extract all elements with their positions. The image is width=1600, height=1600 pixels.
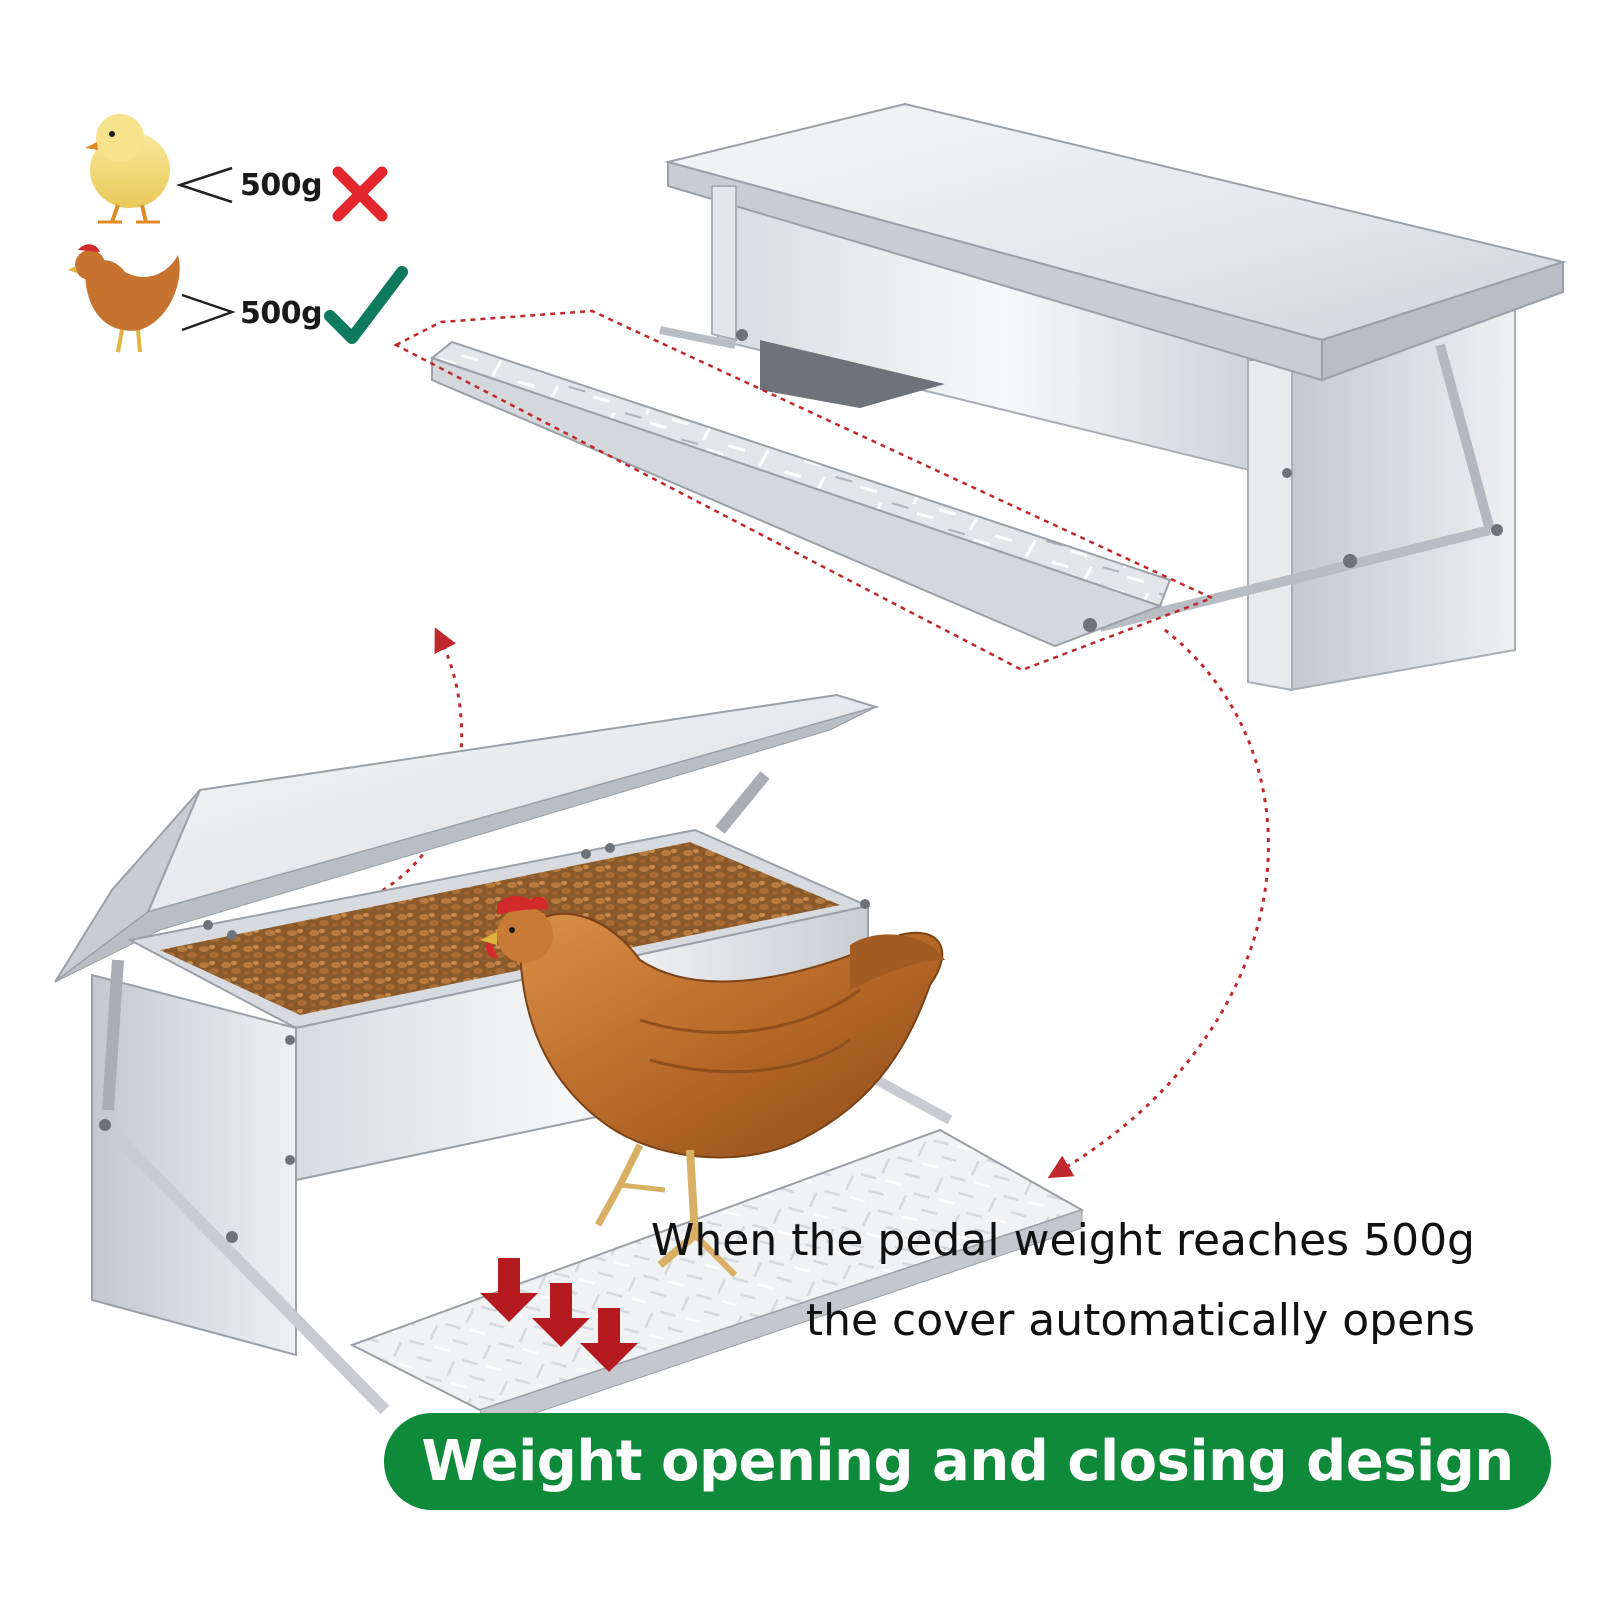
cross-icon [332, 166, 388, 222]
caption-line-2: the cover automatically opens [805, 1295, 1475, 1346]
hen-illustration [480, 895, 945, 1278]
lid-open-arrow [364, 627, 464, 902]
open-feeder [54, 693, 1085, 1431]
banner-title: Weight opening and closing design [421, 1429, 1514, 1494]
check-icon [324, 266, 408, 344]
chick-weight-label: 500g [240, 168, 323, 203]
press-arrows [480, 1258, 638, 1372]
rooster-icon [68, 244, 180, 353]
feature-banner: Weight opening and closing design [384, 1413, 1551, 1510]
closed-feeder [393, 102, 1567, 692]
caption-line-1: When the pedal weight reaches 500g [650, 1215, 1475, 1266]
greater-than-symbol [181, 293, 236, 332]
pedal-link-arrow [1047, 628, 1270, 1179]
less-than-symbol [175, 166, 233, 204]
hen-weight-label: 500g [240, 296, 323, 331]
chick-icon [85, 114, 170, 224]
